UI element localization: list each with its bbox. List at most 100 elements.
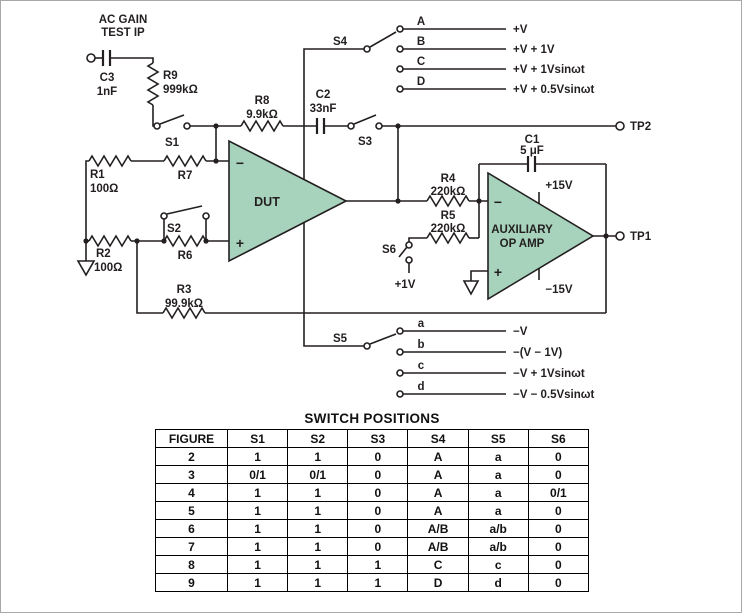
c2-value: 33nF bbox=[310, 103, 337, 115]
table-cell: 0 bbox=[527, 555, 590, 574]
r1-name: R1 bbox=[90, 169, 105, 181]
table-cell: 1 bbox=[287, 447, 349, 466]
s4-output-a: +V bbox=[513, 24, 528, 36]
aux-supply-pos-label: +15V bbox=[545, 180, 573, 192]
s2-label: S2 bbox=[167, 223, 181, 235]
aux-plus-input-sign: + bbox=[494, 264, 502, 280]
table-cell: a/b bbox=[467, 537, 529, 556]
table-cell: A bbox=[407, 501, 469, 520]
capacitor-c2: C2 33nF bbox=[310, 89, 337, 134]
aux-minus-input-sign: − bbox=[494, 194, 502, 210]
table-cell: A bbox=[407, 465, 469, 484]
s3-label: S3 bbox=[358, 136, 372, 148]
table-cell: 1 bbox=[287, 555, 349, 574]
aux-label-line2: OP AMP bbox=[500, 238, 545, 250]
table-cell: D bbox=[407, 573, 469, 592]
table-cell: 0 bbox=[347, 483, 409, 502]
table-cell: 7 bbox=[155, 537, 228, 556]
table-cell: 1 bbox=[347, 573, 409, 592]
table-cell: 1 bbox=[226, 501, 289, 520]
s5-output-b: −(V − 1V) bbox=[513, 347, 562, 359]
r3-value: 99.9kΩ bbox=[165, 298, 203, 310]
resistor-r5: R5 220kΩ bbox=[426, 210, 470, 245]
c3-name: C3 bbox=[100, 72, 115, 84]
table-cell: 0 bbox=[527, 519, 590, 538]
column-header-s3: S3 bbox=[347, 429, 409, 448]
table-cell: 1 bbox=[226, 555, 289, 574]
table-cell: 0 bbox=[527, 501, 590, 520]
table-cell: 1 bbox=[287, 519, 349, 538]
s4-contact-b-label: B bbox=[417, 36, 425, 48]
resistor-r8: R8 9.9kΩ bbox=[240, 95, 284, 133]
s5-contact-d-label: d bbox=[417, 381, 424, 393]
table-cell: 1 bbox=[347, 555, 409, 574]
s5-contact-c-label: c bbox=[418, 360, 425, 372]
table-cell: 4 bbox=[155, 483, 228, 502]
tp2-label: TP2 bbox=[630, 121, 651, 133]
aux-supply-neg-label: −15V bbox=[545, 284, 573, 296]
resistor-r3: R3 99.9kΩ bbox=[162, 284, 206, 320]
table-cell: 9 bbox=[155, 573, 228, 592]
table-cell: 6 bbox=[155, 519, 228, 538]
c1-value: 5 μF bbox=[520, 145, 544, 157]
table-cell: 0 bbox=[347, 465, 409, 484]
table-cell: A bbox=[407, 483, 469, 502]
s5-label: S5 bbox=[333, 333, 348, 345]
column-header-s6: S6 bbox=[527, 429, 590, 448]
column-header-s4: S4 bbox=[407, 429, 469, 448]
table-cell: 0 bbox=[527, 537, 590, 556]
r8-name: R8 bbox=[255, 95, 270, 107]
s4-pole bbox=[363, 45, 371, 53]
s4-label: S4 bbox=[333, 36, 348, 48]
r4-value: 220kΩ bbox=[431, 186, 466, 198]
junction-dots bbox=[83, 123, 609, 244]
dut-opamp: DUT − + bbox=[228, 139, 348, 263]
table-cell: 2 bbox=[155, 447, 228, 466]
table-cell: d bbox=[467, 573, 529, 592]
switch-s1: S1 bbox=[153, 114, 191, 149]
column-header-figure: FIGURE bbox=[155, 429, 228, 448]
table-cell: a bbox=[467, 447, 529, 466]
table-cell: 5 bbox=[155, 501, 228, 520]
wires bbox=[85, 57, 616, 314]
r2-name: R2 bbox=[96, 248, 111, 260]
table-cell: 1 bbox=[226, 537, 289, 556]
column-header-s5: S5 bbox=[467, 429, 529, 448]
switch-s6: S6 +1V bbox=[382, 241, 416, 291]
s4-contact-c-label: C bbox=[417, 56, 425, 68]
r9-name: R9 bbox=[163, 70, 178, 82]
table-cell: 0 bbox=[347, 537, 409, 556]
r8-value: 9.9kΩ bbox=[246, 109, 278, 121]
switch-s2: S2 bbox=[160, 205, 210, 235]
r5-name: R5 bbox=[441, 210, 456, 222]
table-cell: 1 bbox=[226, 483, 289, 502]
s5-output-d: −V − 0.5Vsinωt bbox=[513, 389, 594, 401]
table-cell: 0 bbox=[347, 519, 409, 538]
s4-output-c: +V + 1Vsinωt bbox=[513, 64, 585, 76]
table-cell: c bbox=[467, 555, 529, 574]
table-cell: a/b bbox=[467, 519, 529, 538]
table-cell: A/B bbox=[407, 537, 469, 556]
c3-value: 1nF bbox=[97, 86, 117, 98]
switch-s5: S5 a b c d −V −(V − 1V) −V + 1Vsinωt −V … bbox=[303, 223, 594, 401]
ac-gain-input: AC GAIN TEST IP bbox=[86, 14, 147, 63]
tp2-terminal: TP2 bbox=[615, 121, 651, 133]
resistor-r1: R1 100Ω bbox=[88, 154, 132, 195]
r3-name: R3 bbox=[177, 284, 192, 296]
s5-contact-a-label: a bbox=[418, 318, 425, 330]
r6-name: R6 bbox=[178, 250, 193, 262]
s4-output-d: +V + 0.5Vsinωt bbox=[513, 84, 594, 96]
ground-symbol-main bbox=[76, 260, 96, 277]
switch-s3: S3 bbox=[347, 114, 383, 148]
table-cell: 0/1 bbox=[287, 465, 349, 484]
s5-output-a: −V bbox=[513, 326, 528, 338]
table-cell: A/B bbox=[407, 519, 469, 538]
table-cell: 1 bbox=[287, 573, 349, 592]
table-cell: 0/1 bbox=[527, 483, 590, 502]
table-cell: A bbox=[407, 447, 469, 466]
